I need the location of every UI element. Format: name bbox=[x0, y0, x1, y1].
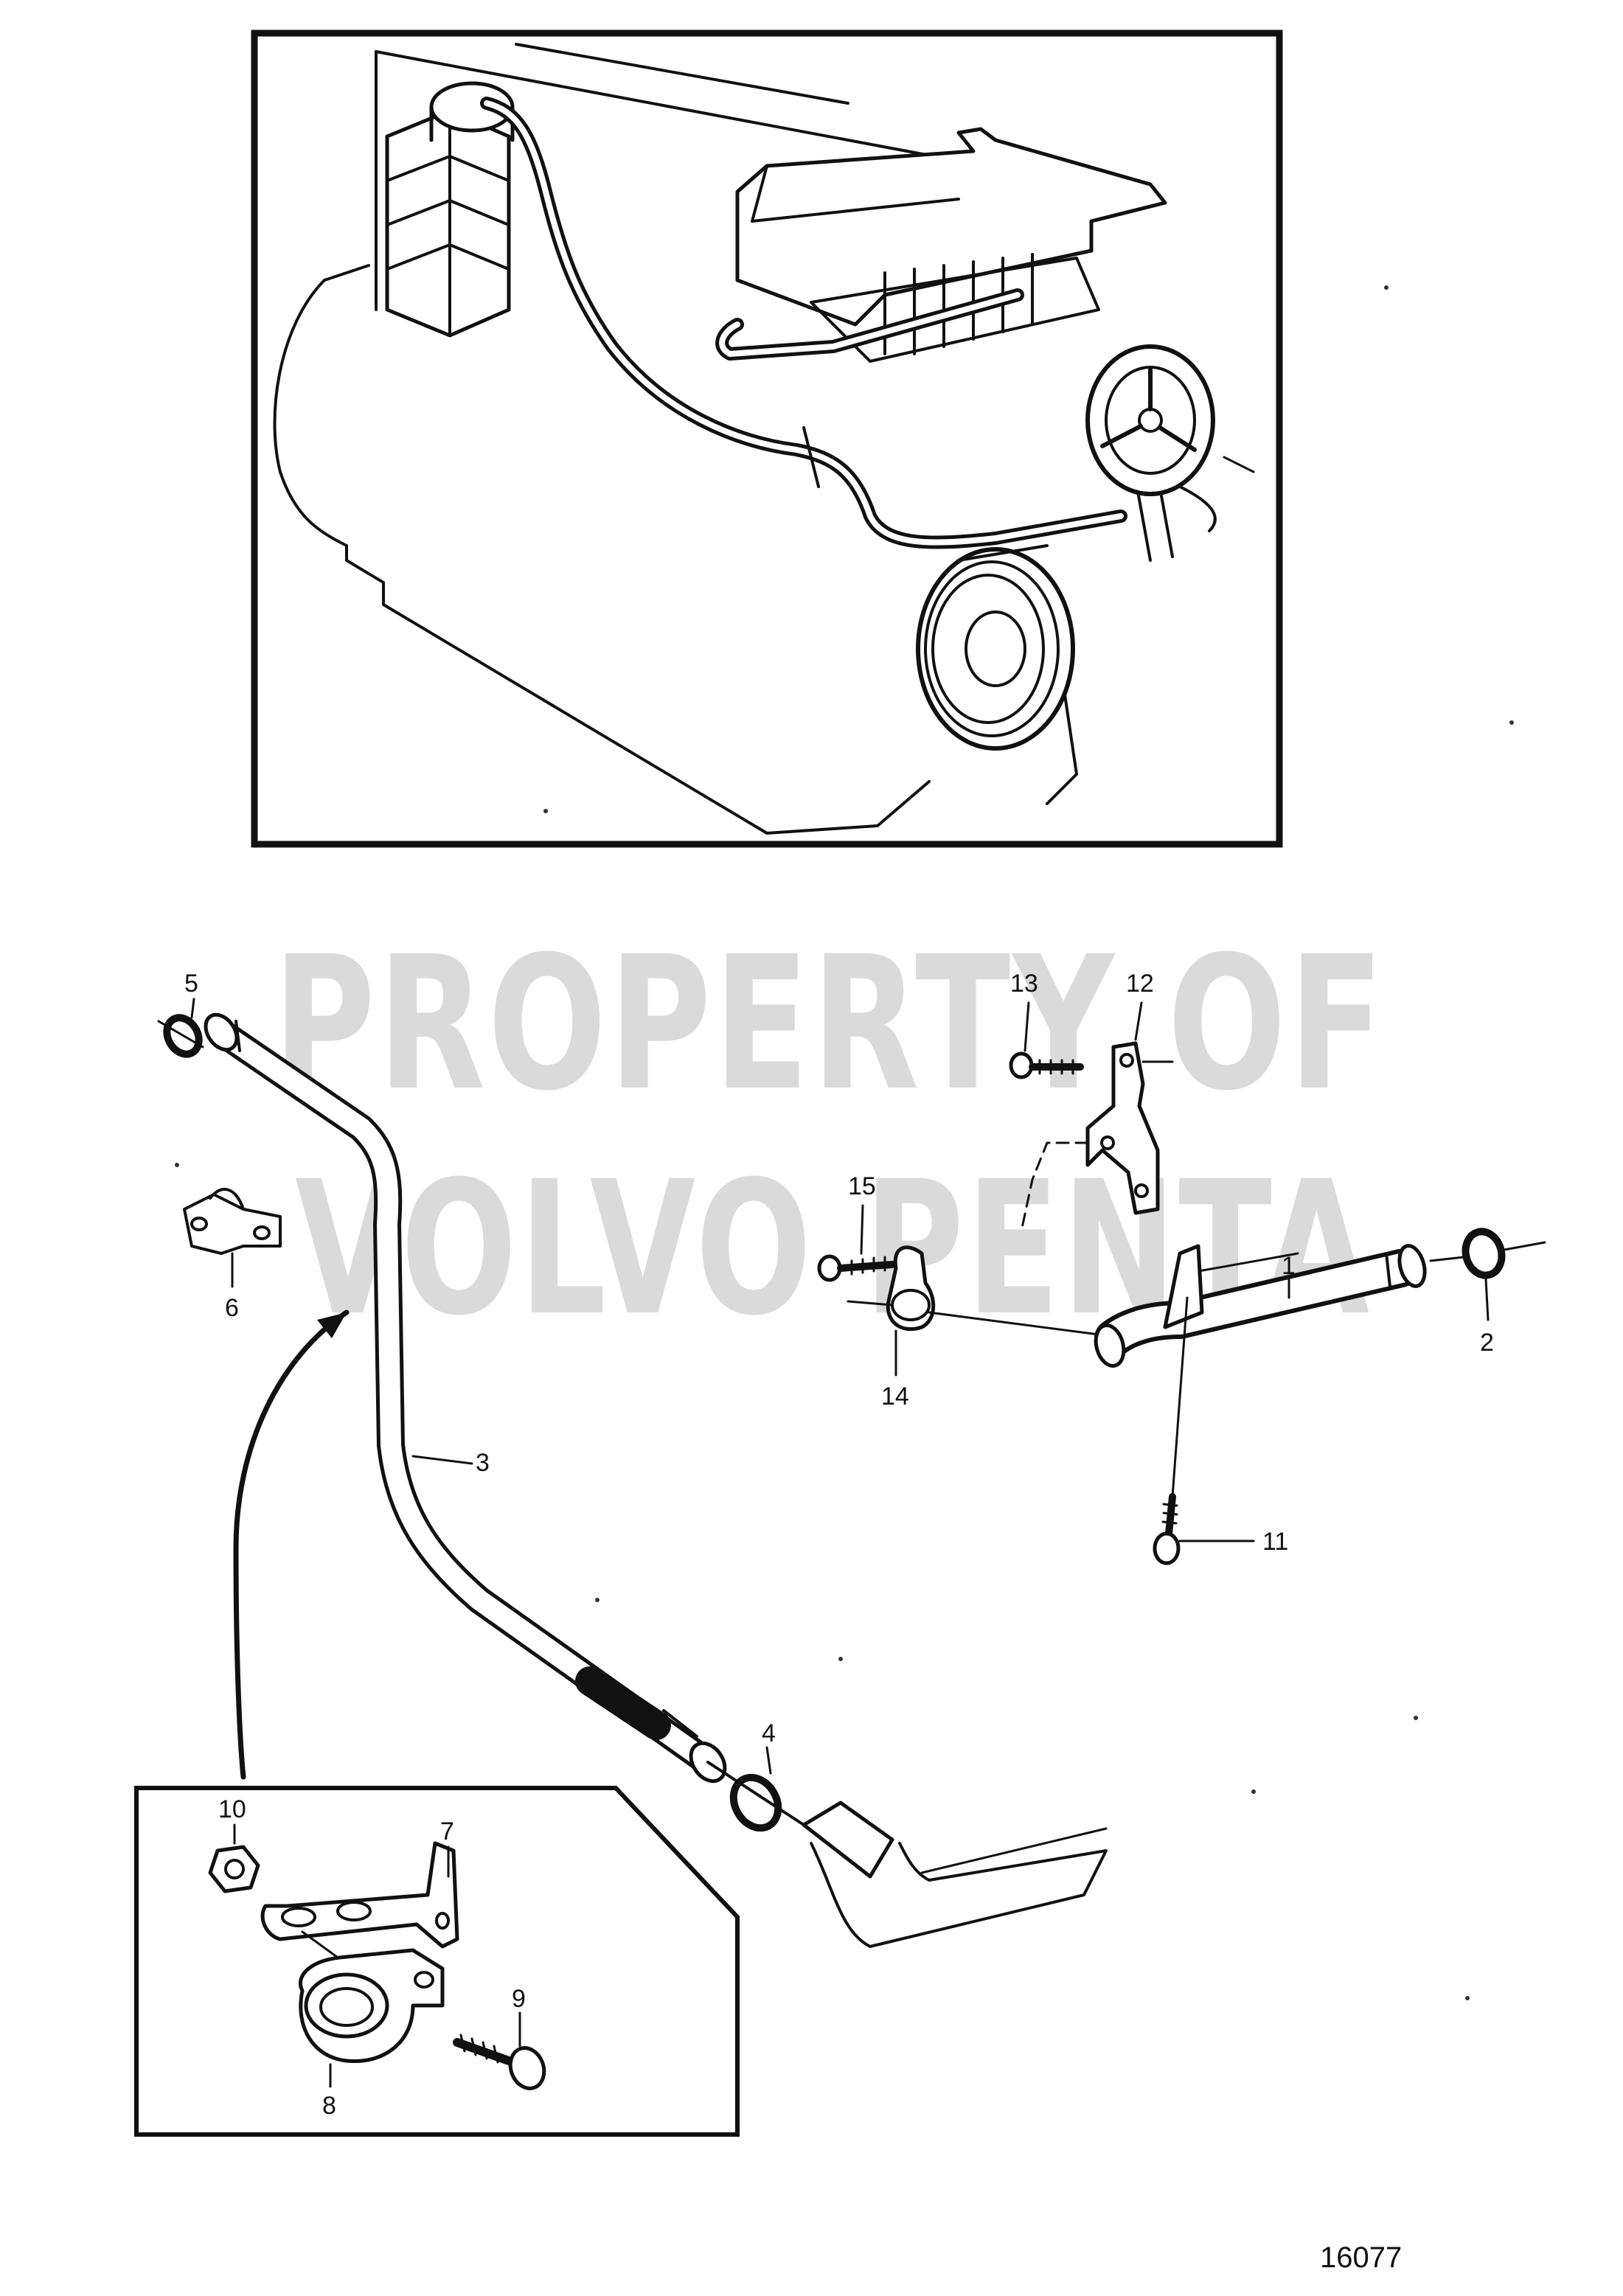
callout-5: 5 bbox=[184, 970, 198, 998]
o-ring-part-4 bbox=[729, 1773, 782, 1832]
callout-6: 6 bbox=[225, 1294, 239, 1322]
clamp-part-14 bbox=[847, 1245, 1100, 1336]
valve-cover bbox=[735, 127, 1167, 363]
o-ring-part-2 bbox=[1429, 1228, 1546, 1279]
screw-part-9 bbox=[453, 2034, 546, 2090]
pipe-part-1 bbox=[1094, 1244, 1427, 1368]
callout-4: 4 bbox=[762, 1719, 776, 1747]
inset-frame bbox=[251, 29, 1283, 848]
lower-hose-connector bbox=[706, 1761, 1108, 1948]
watermark-line-1: PROPERTY OF bbox=[273, 916, 1386, 1131]
callout-15: 15 bbox=[848, 1172, 876, 1200]
o-ring-part-5 bbox=[157, 1014, 204, 1058]
callout-14: 14 bbox=[881, 1382, 909, 1410]
figure-number: 16077 bbox=[1320, 2241, 1402, 2274]
print-specks bbox=[175, 285, 1514, 2000]
bracket-part-12 bbox=[1020, 1041, 1174, 1233]
lower-pulley bbox=[916, 544, 1075, 751]
filter-housing bbox=[385, 81, 515, 338]
bolt-part-11 bbox=[1153, 1296, 1189, 1565]
callout-12: 12 bbox=[1126, 970, 1154, 998]
engine-overview-inset bbox=[251, 29, 1283, 848]
screw-part-13 bbox=[1009, 1051, 1084, 1079]
detail-inset bbox=[134, 1786, 740, 2137]
callout-7: 7 bbox=[440, 1817, 454, 1846]
callout-11: 11 bbox=[1262, 1528, 1288, 1556]
callouts: 1 2 3 4 5 6 7 8 9 10 11 12 13 bbox=[184, 970, 1494, 2120]
upper-hose-overview bbox=[715, 288, 1024, 361]
detail-inset-frame bbox=[134, 1786, 740, 2137]
screw-part-15 bbox=[817, 1254, 896, 1282]
clamp-part-8 bbox=[299, 1948, 445, 2064]
watermark: PROPERTY OF VOLVO PENTA bbox=[273, 916, 1386, 1356]
pipe-part-3 bbox=[204, 1012, 727, 1784]
callout-9: 9 bbox=[512, 1985, 526, 2013]
callout-1: 1 bbox=[1282, 1252, 1296, 1280]
callout-3: 3 bbox=[476, 1449, 490, 1477]
upper-pulley bbox=[1085, 344, 1217, 532]
nut-part-10 bbox=[208, 1845, 260, 1893]
clip-part-6 bbox=[183, 1188, 282, 1255]
callout-10: 10 bbox=[218, 1795, 246, 1823]
detail-arrow bbox=[233, 1309, 350, 1780]
callout-13: 13 bbox=[1010, 970, 1038, 998]
callout-8: 8 bbox=[322, 2092, 336, 2120]
callout-2: 2 bbox=[1480, 1329, 1494, 1357]
